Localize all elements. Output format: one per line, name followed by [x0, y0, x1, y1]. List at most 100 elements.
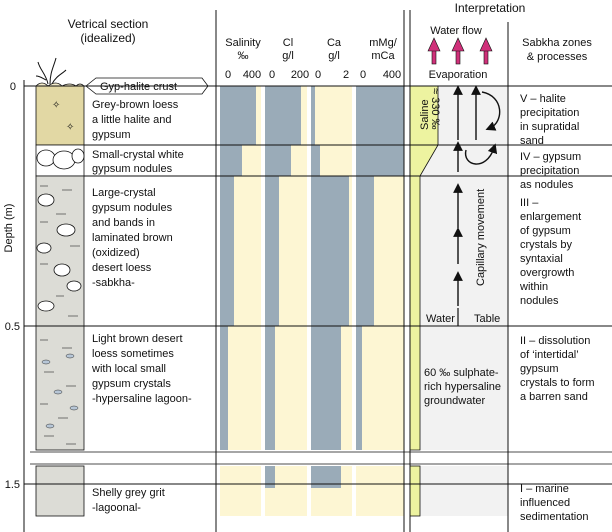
zone-2-line-1: II – dissolution [520, 335, 590, 347]
salinity-tick-0: 0 [225, 69, 231, 81]
unit-4-line-1: Light brown desert [92, 333, 183, 345]
zone-3-line-8: nodules [520, 295, 559, 307]
cl-profile [265, 86, 301, 488]
litho-unit-grit [35, 465, 85, 517]
zone-3-line-3: of gypsum [520, 225, 571, 237]
cl-tick-200: 200 [291, 69, 309, 81]
vertical-section-title: Vetrical section [68, 17, 149, 31]
zone-2-line-3: gypsum [520, 363, 559, 375]
unit-1-line-3: gypsum [92, 129, 131, 141]
unit-2-line-2: gypsum nodules [92, 163, 173, 175]
zone-3-line-7: within [519, 281, 548, 293]
evaporation-label: Evaporation [429, 69, 488, 81]
capillary-label: Capillary movement [475, 189, 487, 286]
panel-dividers [215, 10, 509, 532]
zone-4-line-3: as nodules [520, 179, 574, 191]
plant-icon [35, 57, 67, 85]
groundwater-line-1: 60 ‰ sulphate- [424, 367, 499, 379]
depth-tick-0: 0 [10, 81, 16, 93]
depth-axis: 0 0.5 1.5 Depth (m) [3, 80, 25, 532]
unit-3-line-1: Large-crystal [92, 187, 156, 199]
mgca-tick-400: 400 [383, 69, 401, 81]
salinity-tick-400: 400 [243, 69, 261, 81]
zone-1-line-1: I – marine [520, 483, 569, 495]
zone-4-line-1: IV – gypsum [520, 151, 581, 163]
mgca-tick-0: 0 [360, 69, 366, 81]
zone-descriptions: V – halite precipitation in supratidal s… [519, 93, 595, 523]
depth-break [30, 451, 612, 465]
unit-3-line-6: desert loess [92, 262, 152, 274]
salinity-header: Salinity [225, 37, 261, 49]
groundwater-line-2: rich hypersaline [424, 381, 501, 393]
depth-tick-0-5: 0.5 [5, 321, 20, 333]
water-flow-arrow-1 [427, 37, 441, 65]
unit-1-line-1: Grey-brown loess [92, 99, 179, 111]
zone-5-line-2: precipitation [520, 107, 579, 119]
depth-axis-label: Depth (m) [3, 204, 15, 253]
litho-unit-loess [35, 85, 85, 146]
ca-profile [311, 86, 349, 488]
zone-3-line-5: syntaxial [520, 253, 563, 265]
water-flow-label: Water flow [430, 25, 482, 37]
zone-2-line-5: a barren sand [520, 391, 588, 403]
unit-5-line-1: Shelly grey grit [92, 487, 165, 499]
unit-4-line-4: gypsum crystals [92, 378, 171, 390]
water-table-label-2: Table [474, 313, 500, 325]
cl-unit: g/l [282, 50, 294, 62]
unit-3-line-2: gypsum nodules [92, 202, 173, 214]
zone-5-line-4: sand [520, 135, 544, 147]
ca-tick-2: 2 [343, 69, 349, 81]
vertical-section-subtitle: (idealized) [80, 31, 135, 45]
ca-tick-0: 0 [315, 69, 321, 81]
saline-value-vertical: ≈ 330 ‰ [429, 88, 441, 130]
sabkha-zones-subtitle: & processes [527, 51, 588, 63]
litho-unit-lagoon [35, 325, 85, 451]
lamination-marks [40, 185, 80, 445]
zone-3-line-2: enlargement [520, 211, 581, 223]
water-flow-arrow-3 [479, 37, 493, 65]
halite-mark-2: ✧ [66, 122, 74, 133]
halite-mark-1: ✧ [52, 100, 60, 111]
circulation-loop-upper [481, 91, 501, 131]
zone-3-line-4: crystals by [520, 239, 572, 251]
small-crystal-marks [41, 353, 79, 429]
zone-5-line-3: in supratidal [520, 121, 579, 133]
zone-3-line-1: III – [520, 197, 539, 209]
water-table-label-1: Water [426, 313, 455, 325]
crust-label: Gyp-halite crust [100, 81, 177, 93]
circulation-loop-lower [464, 143, 498, 165]
salinity-unit: ‰ [238, 50, 249, 62]
unit-descriptions: Grey-brown loess a little halite and gyp… [91, 99, 192, 514]
boundary-lines [24, 85, 612, 485]
sabkha-zones-title: Sabkha zones [522, 37, 592, 49]
water-flow-arrow-2 [451, 37, 465, 65]
interpretation-panel: Saline ≈ 330 ‰ Capillary movement Water … [409, 85, 508, 517]
unit-2-line-1: Small-crystal white [92, 149, 184, 161]
ca-unit: g/l [328, 50, 340, 62]
cl-header: Cl [283, 37, 293, 49]
zone-3-line-6: overgrowth [520, 267, 574, 279]
unit-3-line-5: (oxidized) [92, 247, 140, 259]
zone-2-line-4: crystals to form [520, 377, 595, 389]
salinity-profile [220, 86, 256, 450]
nodule-shapes [36, 148, 85, 312]
unit-5-line-2: -lagoonal- [92, 502, 141, 514]
lithology-column: ✧ ✧ [35, 57, 85, 517]
unit-1-line-2: a little halite and [92, 114, 172, 126]
zone-4-line-2: precipitation [520, 165, 579, 177]
mgca-profile [356, 86, 404, 450]
zone-1-line-3: sedimentation [520, 511, 589, 523]
cl-tick-0: 0 [269, 69, 275, 81]
saline-label: Saline [419, 99, 431, 130]
unit-3-line-7: -sabkha- [92, 277, 135, 289]
unit-4-line-3: with local small [91, 363, 166, 375]
interpretation-title: Interpretation [455, 1, 526, 15]
geochem-panel [220, 86, 404, 516]
zone-1-line-2: influenced [520, 497, 570, 509]
unit-3-line-3: and bands in [92, 217, 155, 229]
unit-3-line-4: laminated brown [92, 232, 173, 244]
zone-5-line-1: V – halite [520, 93, 566, 105]
zone-2-line-2: of ‘intertidal’ [520, 349, 579, 361]
ca-header: Ca [327, 37, 342, 49]
